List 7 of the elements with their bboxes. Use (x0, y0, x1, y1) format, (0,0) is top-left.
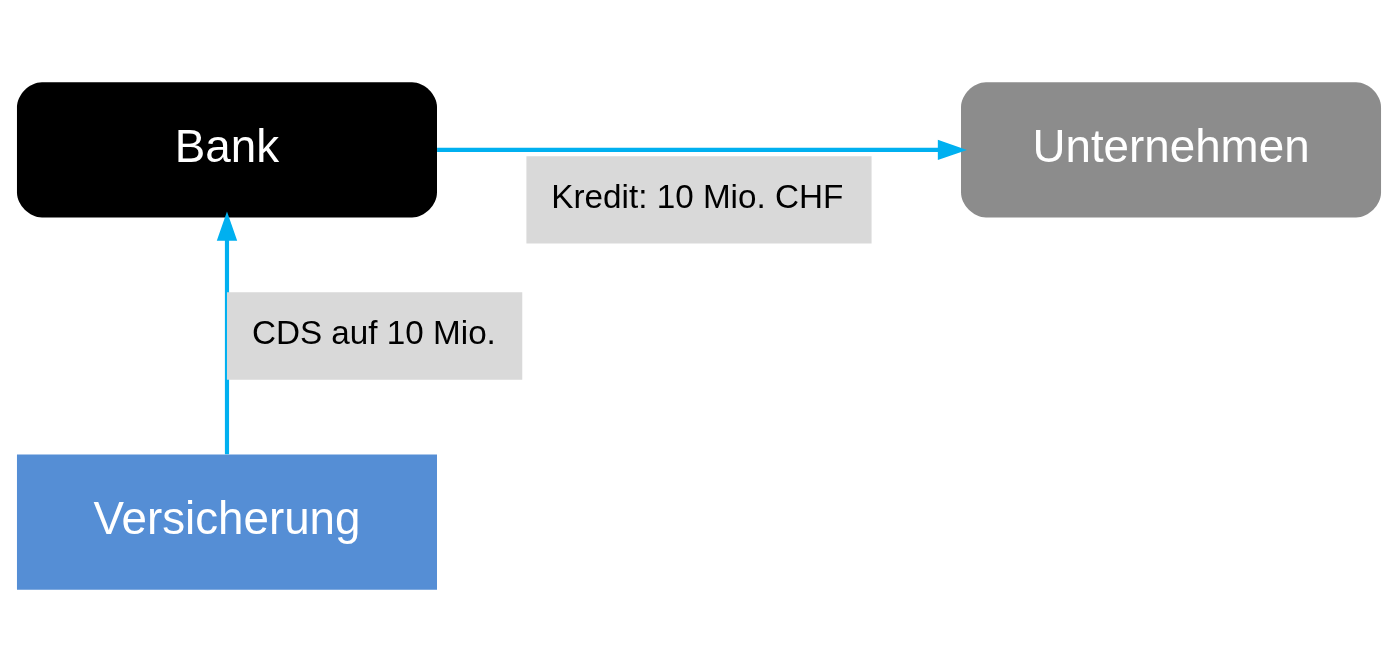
node-box: Bank (16, 81, 437, 217)
node-box: Versicherung (16, 454, 437, 590)
edge-label: CDS auf 10 Mio. (251, 313, 496, 351)
arrow (437, 139, 967, 160)
arrow (216, 211, 238, 454)
node-box: Unternehmen (961, 81, 1382, 217)
edge-label: Kredit: 10 Mio. CHF (551, 177, 844, 215)
